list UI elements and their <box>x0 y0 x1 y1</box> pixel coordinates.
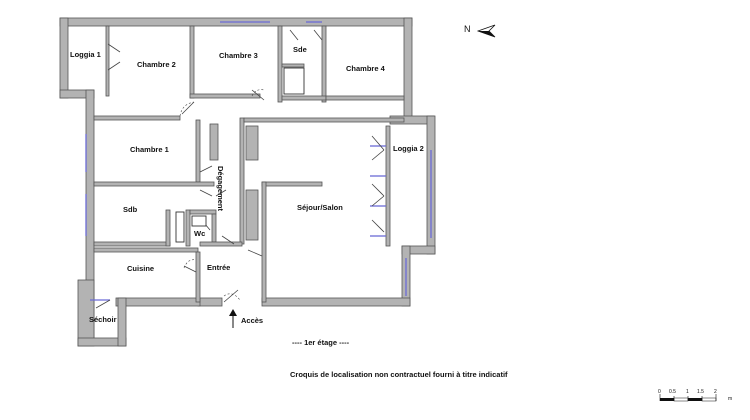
scale-tick-1-5: 1.5 <box>697 389 704 395</box>
scale-tick-2: 2 <box>714 389 717 395</box>
windows <box>85 21 432 301</box>
room-label-sejour: Séjour/Salon <box>297 203 343 212</box>
scale-tick-0: 0 <box>658 389 661 395</box>
north-arrow-icon <box>476 24 496 38</box>
floor-label: ---- 1er étage ---- <box>292 338 350 347</box>
scale-tick-0-5: 0.5 <box>669 389 676 395</box>
doors <box>95 29 385 309</box>
north-label: N <box>464 24 471 34</box>
room-label-sde: Sde <box>293 45 307 54</box>
room-label-chambre2: Chambre 2 <box>137 60 176 69</box>
room-labels: Loggia 1 Chambre 2 Chambre 3 Sde Chambre… <box>70 45 424 324</box>
room-label-sechoir: Séchoir <box>89 315 117 324</box>
room-label-sdb: Sdb <box>123 205 138 214</box>
room-label-loggia2: Loggia 2 <box>393 144 424 153</box>
access-label: Accès <box>241 316 264 325</box>
room-label-degagement: Dégagement <box>216 166 225 212</box>
room-label-chambre3: Chambre 3 <box>219 51 258 60</box>
room-label-chambre1: Chambre 1 <box>130 145 169 154</box>
access-arrow <box>229 309 237 328</box>
room-label-chambre4: Chambre 4 <box>346 64 386 73</box>
room-label-entree: Entrée <box>207 263 230 272</box>
disclaimer-text: Croquis de localisation non contractuel … <box>290 370 508 379</box>
scale-unit: m <box>728 396 732 402</box>
room-label-loggia1: Loggia 1 <box>70 50 101 59</box>
interior-walls <box>93 25 405 303</box>
scale-tick-1: 1 <box>686 389 689 395</box>
room-label-cuisine: Cuisine <box>127 264 154 273</box>
room-label-wc: Wc <box>194 229 205 238</box>
scale-bar: 0 0.5 1 1.5 2 m <box>658 389 732 402</box>
fixtures <box>175 67 305 243</box>
